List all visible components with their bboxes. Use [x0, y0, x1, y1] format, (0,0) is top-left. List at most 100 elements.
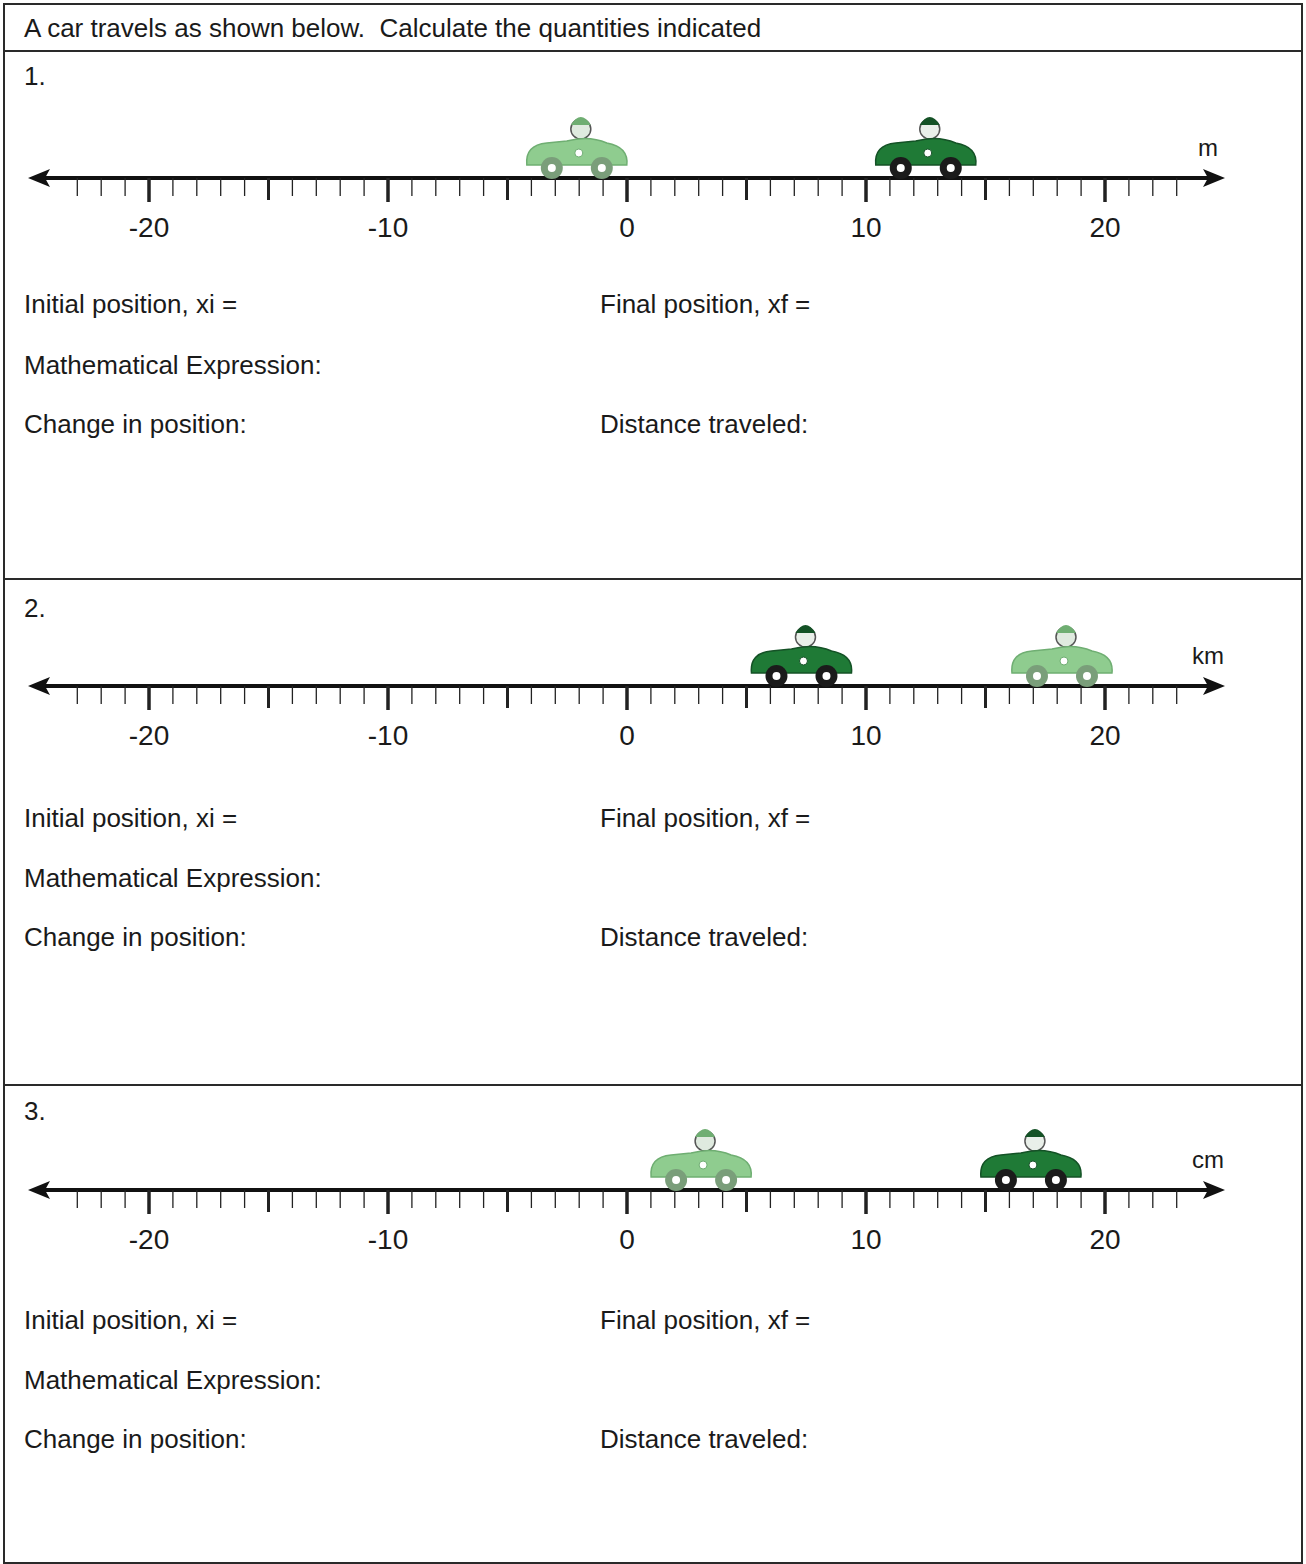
tick-mark — [77, 686, 78, 704]
tick-mark — [984, 686, 987, 708]
tick-mark — [1128, 178, 1129, 196]
car-wheel — [715, 1169, 737, 1191]
tick-mark — [818, 1190, 819, 1208]
tick-mark — [937, 178, 938, 196]
tick-mark — [147, 686, 151, 710]
tick-mark — [506, 1190, 509, 1212]
tick-mark — [386, 1190, 390, 1214]
tick-mark — [386, 178, 390, 202]
tick-label: 20 — [1089, 720, 1120, 752]
tick-mark — [674, 178, 675, 196]
tick-mark — [722, 686, 723, 704]
tick-mark — [1103, 178, 1107, 202]
tick-mark — [506, 178, 509, 200]
tick-label: 20 — [1089, 212, 1120, 244]
tick-mark — [124, 686, 125, 704]
wheel-hub — [1083, 672, 1091, 680]
tick-mark — [292, 178, 293, 196]
tick-mark — [625, 1190, 629, 1214]
tick-mark — [435, 178, 436, 196]
tick-mark — [984, 178, 987, 200]
tick-mark — [889, 686, 890, 704]
car-wheel — [1045, 1169, 1067, 1191]
tick-label: 10 — [850, 212, 881, 244]
driver-helmet — [1025, 1129, 1045, 1137]
problem-number: 1. — [24, 60, 46, 92]
tick-mark — [1009, 178, 1010, 196]
car-wheel — [765, 665, 787, 687]
initial-car — [651, 1129, 751, 1191]
tick-mark — [602, 178, 603, 196]
tick-mark — [411, 178, 412, 196]
tick-mark — [1152, 178, 1153, 196]
car-body — [651, 1150, 751, 1177]
tick-label: -20 — [129, 212, 169, 244]
tick-mark — [124, 1190, 125, 1208]
driver-helmet — [795, 625, 815, 633]
tick-mark — [244, 178, 245, 196]
tick-mark — [411, 1190, 412, 1208]
tick-mark — [267, 178, 270, 200]
tick-mark — [101, 178, 102, 196]
unit-label: cm — [1192, 1146, 1224, 1174]
car-wheel — [815, 665, 837, 687]
tick-mark — [363, 178, 364, 196]
tick-mark — [841, 1190, 842, 1208]
wheel-hub — [722, 1176, 730, 1184]
tick-mark — [864, 178, 868, 202]
car-wheel — [1076, 665, 1098, 687]
field-label: Mathematical Expression: — [24, 862, 322, 894]
field-label: Change in position: — [24, 1423, 247, 1455]
field-label: Final position, xf = — [600, 802, 810, 834]
field-label: Distance traveled: — [600, 921, 808, 953]
tick-mark — [602, 1190, 603, 1208]
tick-mark — [411, 686, 412, 704]
tick-label: -10 — [368, 212, 408, 244]
wheel-hub — [772, 672, 780, 680]
field-label: Change in position: — [24, 921, 247, 953]
tick-mark — [889, 1190, 890, 1208]
car-badge — [699, 1161, 707, 1169]
tick-mark — [1033, 1190, 1034, 1208]
tick-label: 0 — [619, 212, 635, 244]
car-badge — [1060, 657, 1068, 665]
tick-mark — [1152, 1190, 1153, 1208]
tick-mark — [1057, 686, 1058, 704]
arrow-head — [1203, 169, 1225, 187]
wheel-hub — [1002, 1176, 1010, 1184]
tick-mark — [292, 1190, 293, 1208]
final-car — [981, 1129, 1081, 1191]
wheel-hub — [897, 164, 905, 172]
tick-mark — [864, 1190, 868, 1214]
tick-mark — [794, 686, 795, 704]
tick-mark — [1176, 686, 1177, 704]
field-label: Distance traveled: — [600, 408, 808, 440]
tick-mark — [864, 686, 868, 710]
tick-mark — [1033, 686, 1034, 704]
tick-mark — [698, 1190, 699, 1208]
tick-mark — [961, 1190, 962, 1208]
tick-mark — [579, 1190, 580, 1208]
tick-mark — [101, 1190, 102, 1208]
arrow-head — [28, 1181, 50, 1199]
car-body — [876, 138, 976, 165]
tick-mark — [459, 1190, 460, 1208]
tick-mark — [937, 1190, 938, 1208]
car-badge — [924, 149, 932, 157]
problem-panel: 3.Initial position, xi =Final position, … — [3, 1086, 1303, 1564]
tick-mark — [555, 1190, 556, 1208]
instruction-box: A car travels as shown below. Calculate … — [3, 3, 1303, 52]
car-body — [1012, 646, 1112, 673]
final-car — [751, 625, 851, 687]
car-badge — [799, 657, 807, 665]
tick-mark — [196, 178, 197, 196]
tick-mark — [267, 686, 270, 708]
tick-mark — [244, 1190, 245, 1208]
tick-mark — [625, 178, 629, 202]
tick-mark — [1033, 178, 1034, 196]
tick-mark — [913, 686, 914, 704]
tick-mark — [172, 686, 173, 704]
tick-mark — [220, 686, 221, 704]
tick-label: -10 — [368, 1224, 408, 1256]
field-label: Change in position: — [24, 408, 247, 440]
